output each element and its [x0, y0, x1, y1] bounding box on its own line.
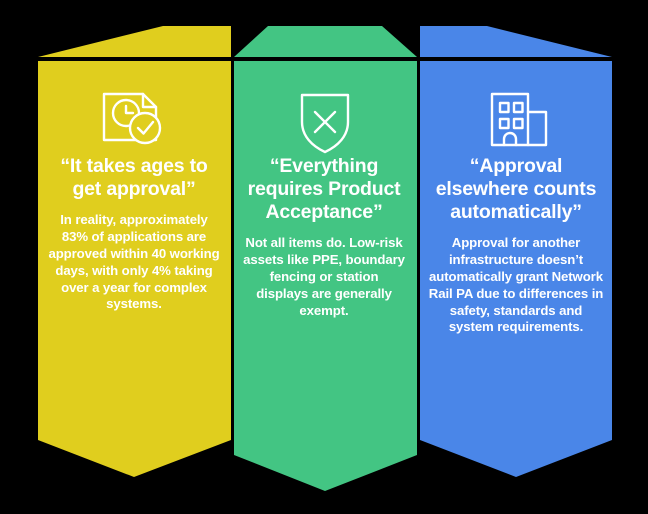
green-banner-fold: [234, 26, 417, 57]
blue-banner-fold: [420, 26, 612, 57]
panel-blue: “Approval elsewhere counts automatically…: [420, 155, 612, 336]
yellow-banner-fold: [38, 26, 231, 57]
panel-green-headline: “Everything requires Product Acceptance”: [247, 155, 401, 223]
panel-green: “Everything requires Product Acceptance”…: [232, 155, 416, 319]
yellow-banner-body: [38, 61, 231, 477]
green-banner-body: [234, 61, 417, 491]
building-icon: [490, 92, 548, 147]
shield-x-icon: [300, 93, 350, 154]
panel-blue-body: Approval for another infrastructure does…: [428, 235, 604, 335]
panel-yellow: “It takes ages to get approval” In reali…: [38, 155, 230, 313]
panel-blue-headline: “Approval elsewhere counts automatically…: [435, 155, 597, 223]
panel-green-body: Not all items do. Low-risk assets like P…: [243, 235, 405, 318]
document-clock-check-icon: [102, 92, 162, 145]
panel-yellow-body: In reality, approximately 83% of applica…: [48, 212, 220, 312]
blue-banner-body: [420, 61, 612, 477]
panel-yellow-headline: “It takes ages to get approval”: [60, 155, 208, 200]
